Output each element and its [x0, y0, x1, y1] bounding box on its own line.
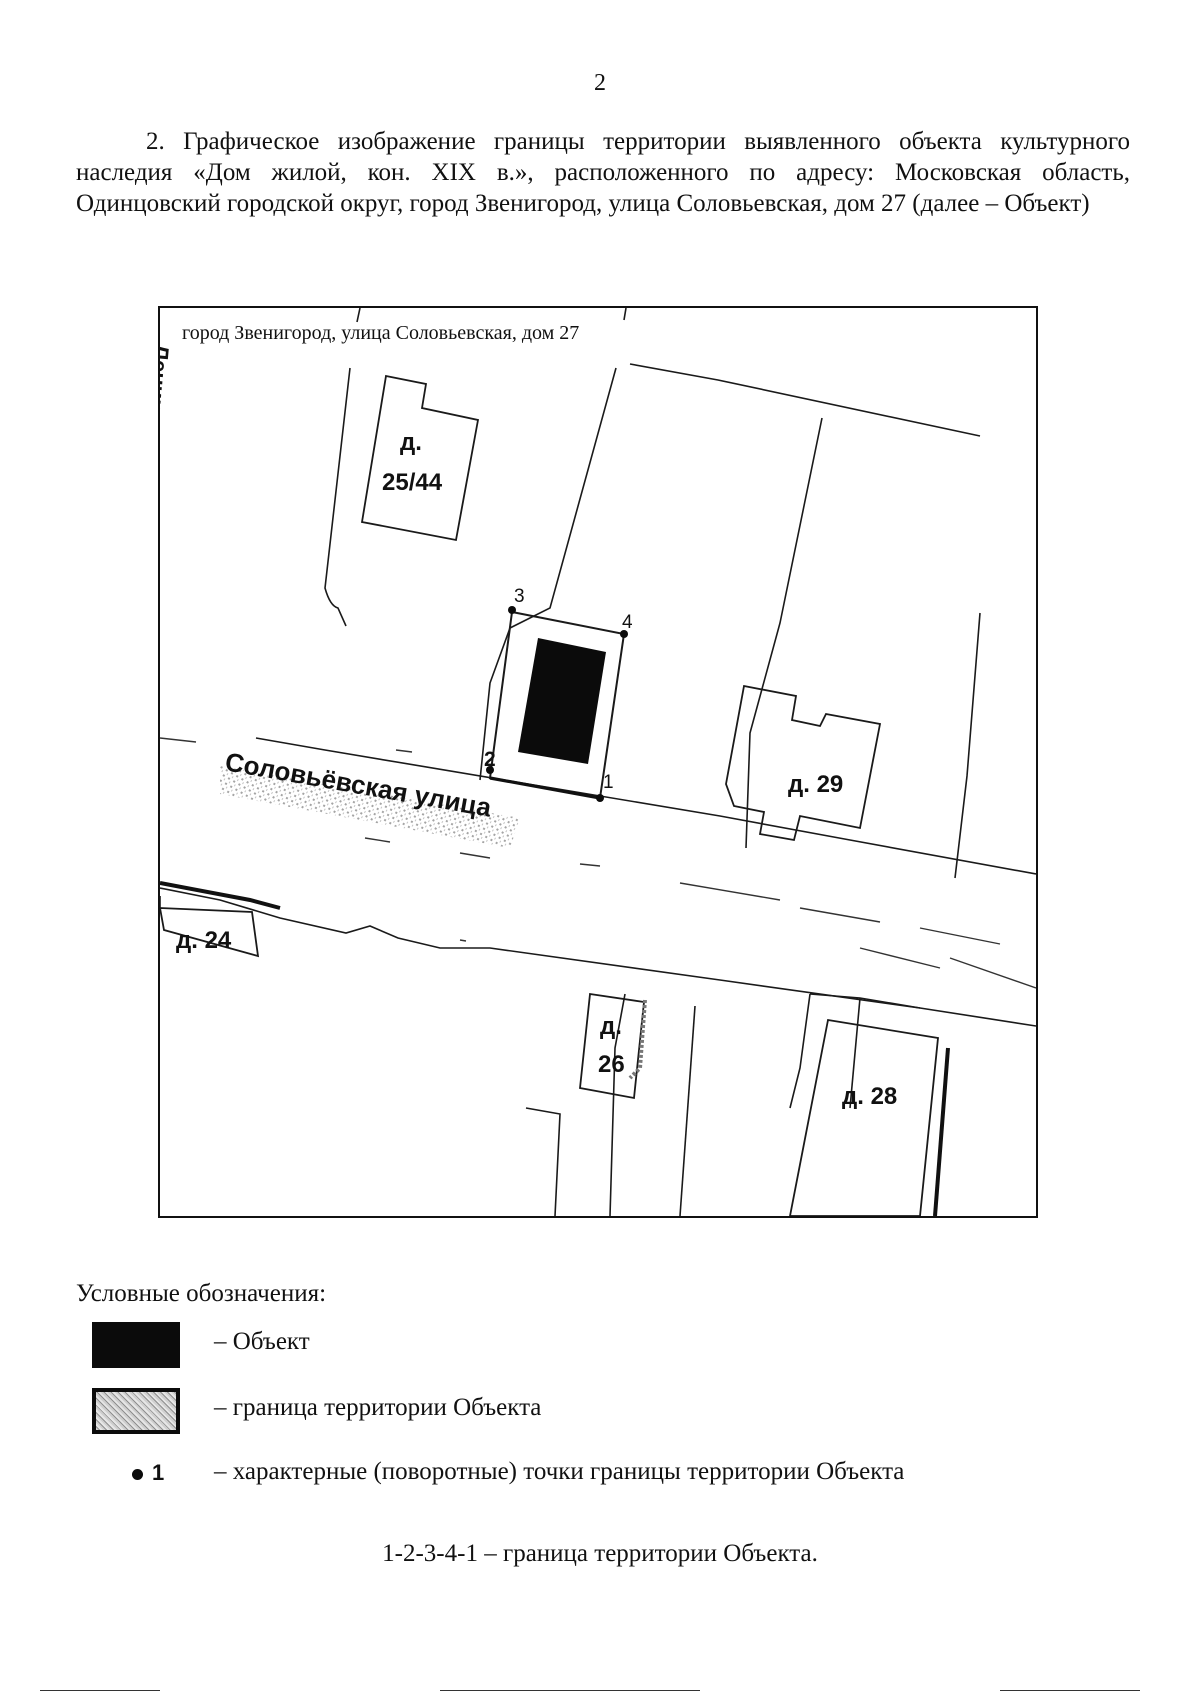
- house-outline-24: [160, 907, 260, 958]
- parcel-line: [789, 993, 811, 1109]
- house-label-29: д. 29: [788, 771, 843, 798]
- house-outlines: [160, 374, 939, 1216]
- house-label-24: д. 24: [176, 927, 232, 954]
- parcel-line: [609, 993, 626, 1216]
- legend-text-points: – характерные (поворотные) точки границы…: [214, 1458, 905, 1485]
- parcel-line: [679, 1005, 696, 1216]
- parcel-line: [954, 612, 981, 879]
- map-svg: 1 2 3 4 д. 25/44 д. 29 д. 24 д. 26 д. 28…: [160, 308, 1036, 1216]
- object-building: [518, 638, 606, 764]
- legend-title: Условные обозначения:: [76, 1280, 327, 1307]
- house-label-28: д. 28: [842, 1083, 897, 1110]
- point-3-label: 3: [514, 586, 525, 607]
- page-number: 2: [594, 70, 606, 96]
- intro-paragraph: 2. Графическое изображение границы терри…: [76, 128, 1130, 217]
- parcel-line: [629, 363, 981, 437]
- edge-street-fragment: Ленин: [160, 344, 174, 414]
- legend-row-points: 1 – характерные (поворотные) точки грани…: [92, 1452, 1092, 1508]
- point-1-marker: [596, 794, 604, 802]
- house-outline-29: [725, 684, 882, 842]
- legend-swatch-point: 1: [132, 1460, 192, 1490]
- house-outline-28: [789, 1018, 939, 1216]
- house-labels: д. 25/44 д. 29 д. 24 д. 26 д. 28: [176, 429, 897, 1110]
- point-1-label: 1: [603, 772, 614, 793]
- legend-swatch-boundary: [92, 1388, 180, 1434]
- parcel-line: [849, 997, 861, 1109]
- legend-text-boundary: – граница территории Объекта: [214, 1394, 542, 1421]
- legend-row-boundary: – граница территории Объекта: [92, 1388, 1092, 1444]
- legend-point-number: 1: [152, 1460, 165, 1485]
- street-edge-north: [255, 737, 1036, 875]
- street-dashes: [160, 737, 1036, 989]
- house-label-25-44-line2: 25/44: [382, 469, 443, 496]
- parcel-line: [356, 308, 361, 323]
- map-frame: 1 2 3 4 д. 25/44 д. 29 д. 24 д. 26 д. 28…: [158, 306, 1038, 1218]
- point-4-label: 4: [622, 612, 633, 633]
- footer-rule: [1000, 1690, 1140, 1691]
- parcel-lines: [160, 308, 1036, 1216]
- point-2-label: 2: [484, 748, 496, 771]
- point-4-marker: [620, 630, 628, 638]
- house-26-hatch: [628, 999, 647, 1080]
- point-3-marker: [508, 606, 516, 614]
- map-caption: город Звенигород, улица Соловьевская, до…: [182, 322, 580, 344]
- house-label-26-line2: 26: [598, 1051, 625, 1078]
- footer-rule: [40, 1690, 160, 1691]
- parcel-line: [525, 1107, 561, 1216]
- house-28-wall: [933, 1047, 950, 1216]
- street-shading: [220, 766, 520, 848]
- parcel-line: [324, 367, 351, 627]
- street-thick-edge: [160, 881, 281, 910]
- street-edge-south: [160, 887, 1036, 1027]
- turning-points: [486, 606, 628, 802]
- boundary-summary: 1-2-3-4-1 – граница территории Объекта.: [382, 1540, 818, 1567]
- point-labels: 1 2 3 4: [484, 586, 633, 793]
- object-boundary-south-segment: [489, 776, 601, 800]
- house-outline-26: [579, 992, 645, 1100]
- legend-text-object: – Объект: [214, 1328, 310, 1355]
- footer-rule: [440, 1690, 700, 1691]
- house-label-25-44-line1: д.: [400, 429, 422, 456]
- parcel-line: [745, 417, 823, 849]
- house-outline-25-44: [360, 374, 480, 542]
- legend-row-object: – Объект: [92, 1322, 1092, 1378]
- legend-point-dot-icon: [132, 1469, 143, 1480]
- parcel-line: [623, 308, 627, 321]
- house-label-26-line1: д.: [600, 1013, 622, 1040]
- point-2-marker: [486, 766, 494, 774]
- legend-swatch-object: [92, 1322, 180, 1368]
